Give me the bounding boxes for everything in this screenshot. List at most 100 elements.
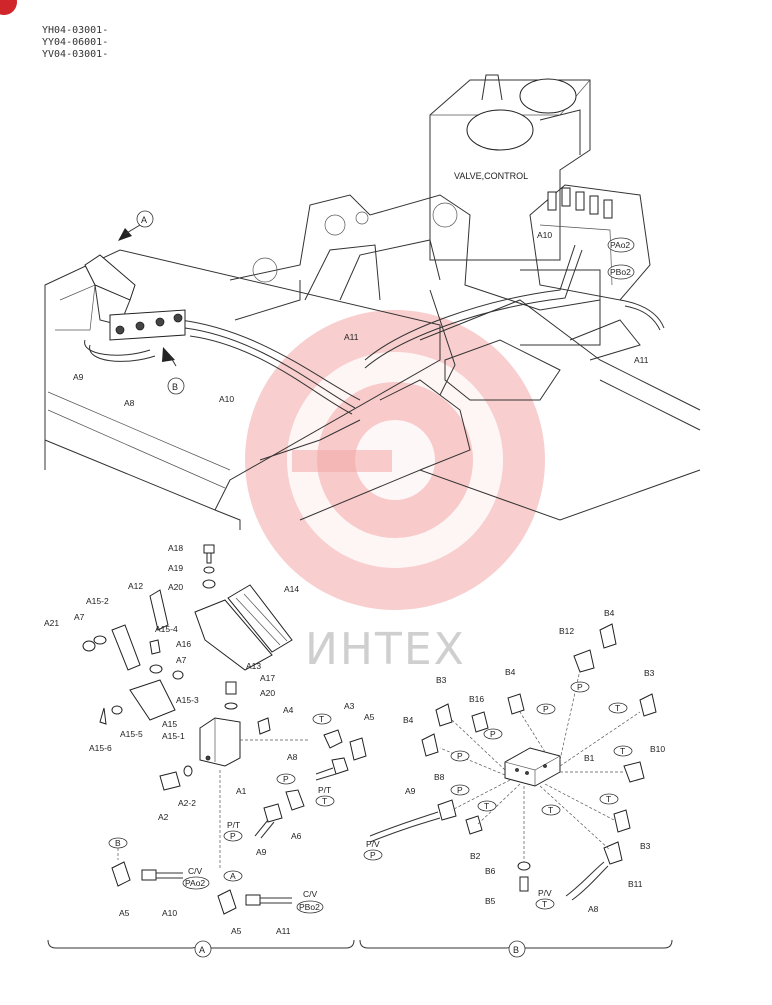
watermark-text: ИНТЕХ — [305, 624, 466, 675]
b-tag-t-b10: T — [620, 746, 625, 756]
tag-cv-1: C/V — [188, 866, 203, 876]
overview-label-a11-center: A11 — [344, 332, 359, 342]
serial-1: YH04-03001- — [42, 25, 108, 36]
a5-top-label: A5 — [364, 712, 375, 722]
b-tag-t-b3r: T — [606, 794, 611, 804]
overview-label-a9: A9 — [73, 372, 84, 382]
section-b-label: B — [513, 945, 519, 955]
b11-label: B11 — [628, 879, 643, 889]
tag-pt-right: P/T — [318, 785, 331, 795]
overview-label-a11-right: A11 — [634, 355, 649, 365]
a15-label: A15 — [162, 719, 177, 729]
b-tag-p-b4l: P — [457, 751, 463, 761]
a15-6-label: A15-6 — [89, 743, 112, 753]
b-tag-p-b4l-oval — [450, 750, 470, 762]
overview-illustration — [44, 74, 701, 530]
b-tag-p-pv: P — [370, 850, 376, 860]
b4-top-label: B4 — [604, 608, 615, 618]
b-tag-p-b16-oval — [483, 728, 503, 740]
detail-a-illustration — [82, 544, 367, 915]
tag-t-right: T — [322, 796, 327, 806]
tag-p-mid-oval — [276, 773, 296, 785]
callout-b-label: B — [172, 382, 178, 392]
valve-control-label: VALVE,CONTROL — [454, 171, 528, 181]
b-tag-p-b12-oval — [570, 681, 590, 693]
a14-label: A14 — [284, 584, 299, 594]
a9-label: A9 — [256, 847, 267, 857]
overview-label-a10-left: A10 — [219, 394, 234, 404]
b-tag-t-b3-oval — [608, 702, 628, 714]
b-tag-t-b10-oval — [613, 745, 633, 757]
b6-label: B6 — [485, 866, 496, 876]
tag-t-top: T — [319, 714, 324, 724]
section-a-circle — [194, 940, 212, 958]
b-tag-pv-b5: P/V — [538, 888, 552, 898]
tag-pao2-oval — [182, 876, 210, 890]
b-tag-t-b11-oval — [541, 804, 561, 816]
a8-label: A8 — [287, 752, 298, 762]
corner-marker — [0, 0, 17, 15]
b-tag-p-pv-oval — [363, 849, 383, 861]
tag-a: A — [230, 871, 236, 881]
tag-pbo2: PBo2 — [299, 902, 320, 912]
section-a-label: A — [199, 945, 205, 955]
b-tag-t-b5: T — [542, 899, 547, 909]
a4-label: A4 — [283, 705, 294, 715]
a1-label: A1 — [236, 786, 247, 796]
b-tag-p-b12: P — [577, 682, 583, 692]
b-tag-p-b8-oval — [450, 784, 470, 796]
b-tag-t-b3r-oval — [599, 793, 619, 805]
b10-label: B10 — [650, 744, 665, 754]
b-a8-label: A8 — [588, 904, 599, 914]
b-tag-p-b16: P — [490, 729, 496, 739]
b5-label: B5 — [485, 896, 496, 906]
b-tag-t-b2-oval — [477, 800, 497, 812]
b4-left-label: B4 — [403, 715, 414, 725]
tag-b: B — [115, 838, 121, 848]
tag-p-mid: P — [283, 774, 289, 784]
a20-mid-label: A20 — [260, 688, 275, 698]
a15-1-label: A15-1 — [162, 731, 185, 741]
tag-t-right-oval — [315, 795, 335, 807]
b-tag-p-b8: P — [457, 785, 463, 795]
a2-2-label: A2-2 — [178, 798, 196, 808]
a6-label: A6 — [291, 831, 302, 841]
a21-label: A21 — [44, 618, 59, 628]
callout-b-circle — [167, 377, 185, 395]
b-tag-p-b4-oval — [536, 703, 556, 715]
a7-left-label: A7 — [74, 612, 85, 622]
port-pbo2-label: PBo2 — [610, 267, 631, 277]
tag-pao2: PAo2 — [185, 878, 205, 888]
b-tag-t-b5-oval — [535, 898, 555, 910]
port-pao2-label: PAo2 — [610, 240, 630, 250]
section-b-circle — [508, 940, 526, 958]
b-tag-t-b3: T — [615, 703, 620, 713]
tag-pbo2-oval — [296, 900, 324, 914]
b-a9-label: A9 — [405, 786, 416, 796]
port-pbo2-oval — [607, 264, 635, 280]
b3-left-label: B3 — [436, 675, 447, 685]
a5-left-label: A5 — [119, 908, 130, 918]
b-tag-t-b2: T — [484, 801, 489, 811]
b3-right-label: B3 — [640, 841, 651, 851]
serial-2: YY04-06001- — [42, 37, 108, 48]
a11-label: A11 — [276, 926, 291, 936]
overview-label-a8: A8 — [124, 398, 135, 408]
a16-label: A16 — [176, 639, 191, 649]
a15-5-label: A15-5 — [120, 729, 143, 739]
callout-a-label: A — [141, 215, 147, 225]
b16-label: B16 — [469, 694, 484, 704]
detail-b-illustration — [369, 623, 657, 901]
a5-bottom-label: A5 — [231, 926, 242, 936]
b-tag-pv: P/V — [366, 839, 380, 849]
b4-mid-label: B4 — [505, 667, 516, 677]
a7-right-label: A7 — [176, 655, 187, 665]
a12-label: A12 — [128, 581, 143, 591]
tag-a-oval — [223, 870, 243, 882]
callout-a-circle — [136, 210, 154, 228]
a15-3-label: A15-3 — [176, 695, 199, 705]
b-tag-t-b11: T — [548, 805, 553, 815]
a3-label: A3 — [344, 701, 355, 711]
